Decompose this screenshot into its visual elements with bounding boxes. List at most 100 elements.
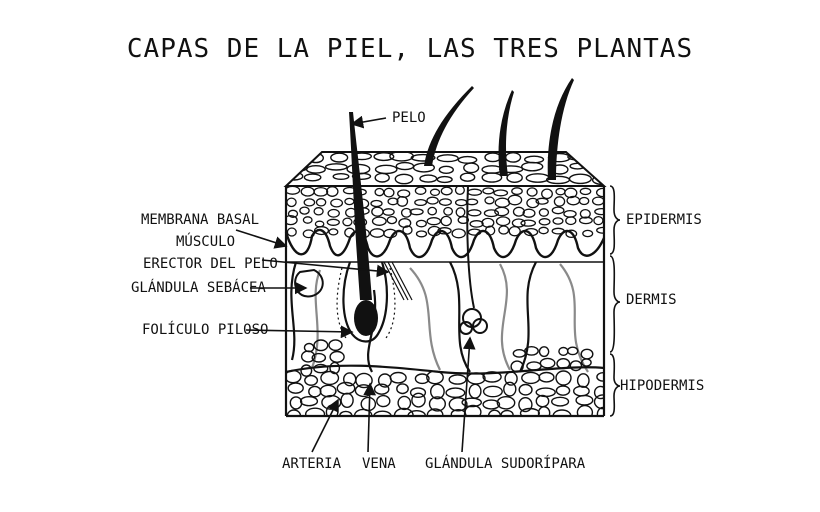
cell bbox=[481, 172, 503, 183]
cell bbox=[569, 360, 583, 372]
cell bbox=[440, 215, 452, 227]
cell bbox=[343, 372, 357, 387]
cell bbox=[551, 206, 565, 215]
cell bbox=[313, 339, 329, 352]
cell bbox=[526, 197, 540, 209]
cell bbox=[593, 215, 604, 226]
cell bbox=[465, 198, 479, 206]
cell bbox=[503, 381, 517, 397]
cell bbox=[321, 394, 342, 410]
cell bbox=[596, 406, 604, 416]
cell bbox=[482, 399, 501, 410]
cell bbox=[483, 209, 500, 218]
cell bbox=[581, 358, 592, 367]
cell bbox=[520, 219, 537, 227]
cell bbox=[286, 186, 301, 195]
cell bbox=[429, 383, 445, 400]
cell bbox=[482, 187, 495, 195]
cell bbox=[580, 348, 594, 360]
cell bbox=[410, 153, 436, 162]
cell bbox=[535, 394, 550, 408]
cell bbox=[565, 229, 578, 239]
cell bbox=[590, 165, 604, 174]
cell bbox=[522, 208, 536, 218]
cell bbox=[512, 206, 525, 217]
cell bbox=[558, 346, 569, 357]
callout-lines bbox=[235, 115, 476, 453]
cell bbox=[440, 186, 453, 196]
dermis-brace bbox=[609, 255, 621, 353]
cell bbox=[552, 409, 572, 416]
cell bbox=[555, 187, 566, 196]
label-glandula-sebacea: GLÁNDULA SEBÁCEA bbox=[131, 280, 266, 296]
cell bbox=[494, 206, 510, 217]
cell bbox=[286, 154, 303, 163]
cell bbox=[328, 339, 343, 351]
cell bbox=[299, 206, 310, 215]
cell bbox=[556, 358, 571, 370]
label-erector-del-pelo: ERECTOR DEL PELO bbox=[143, 256, 278, 272]
cell bbox=[313, 363, 329, 374]
cell bbox=[564, 187, 578, 199]
cell bbox=[407, 410, 426, 416]
erector-callout bbox=[261, 259, 390, 278]
cell bbox=[326, 186, 339, 197]
cell bbox=[411, 392, 426, 408]
cell bbox=[454, 198, 468, 207]
cell bbox=[373, 152, 395, 162]
cell bbox=[429, 188, 441, 197]
cell bbox=[538, 208, 550, 217]
cell bbox=[308, 385, 322, 398]
cell bbox=[524, 345, 539, 356]
cell bbox=[376, 394, 391, 408]
cell bbox=[315, 198, 327, 207]
hipodermis-brace bbox=[609, 353, 621, 417]
cell bbox=[286, 409, 302, 416]
cell bbox=[438, 198, 452, 206]
cell bbox=[593, 385, 604, 400]
cell bbox=[535, 197, 549, 205]
cell bbox=[484, 196, 495, 205]
cell bbox=[302, 216, 313, 224]
cell bbox=[454, 186, 465, 196]
cell bbox=[494, 197, 511, 208]
cell bbox=[436, 154, 459, 163]
cell bbox=[286, 197, 297, 208]
cell bbox=[313, 226, 330, 236]
cell bbox=[436, 175, 453, 184]
cell bbox=[409, 208, 424, 216]
cell bbox=[552, 217, 564, 225]
cell bbox=[387, 197, 399, 206]
cell bbox=[314, 220, 325, 228]
label-hipodermis: HIPODERMIS bbox=[620, 378, 705, 394]
cell bbox=[426, 217, 442, 226]
cell bbox=[300, 364, 313, 377]
cell bbox=[576, 373, 590, 388]
cell bbox=[541, 188, 553, 200]
erector-muscle bbox=[383, 261, 413, 301]
cell bbox=[303, 173, 322, 182]
cell bbox=[289, 396, 303, 410]
cell bbox=[353, 408, 373, 416]
cell bbox=[508, 225, 521, 237]
cell bbox=[389, 371, 407, 384]
cell bbox=[427, 206, 438, 216]
sebaceous-gland bbox=[294, 268, 324, 298]
cell bbox=[579, 187, 592, 196]
cell bbox=[563, 209, 577, 218]
cell bbox=[596, 226, 604, 234]
skin-top-surface bbox=[283, 151, 607, 187]
label-foliculo-piloso: FOLÍCULO PILOSO bbox=[142, 322, 269, 338]
cell bbox=[286, 227, 297, 237]
cell bbox=[511, 218, 526, 228]
epidermis-brace bbox=[609, 185, 621, 255]
cell bbox=[521, 371, 541, 385]
cell bbox=[538, 346, 550, 358]
hair-follicle bbox=[336, 261, 396, 343]
cell bbox=[313, 207, 324, 216]
foliculo-callout bbox=[245, 325, 354, 339]
cell bbox=[582, 229, 594, 238]
cell bbox=[482, 385, 503, 398]
